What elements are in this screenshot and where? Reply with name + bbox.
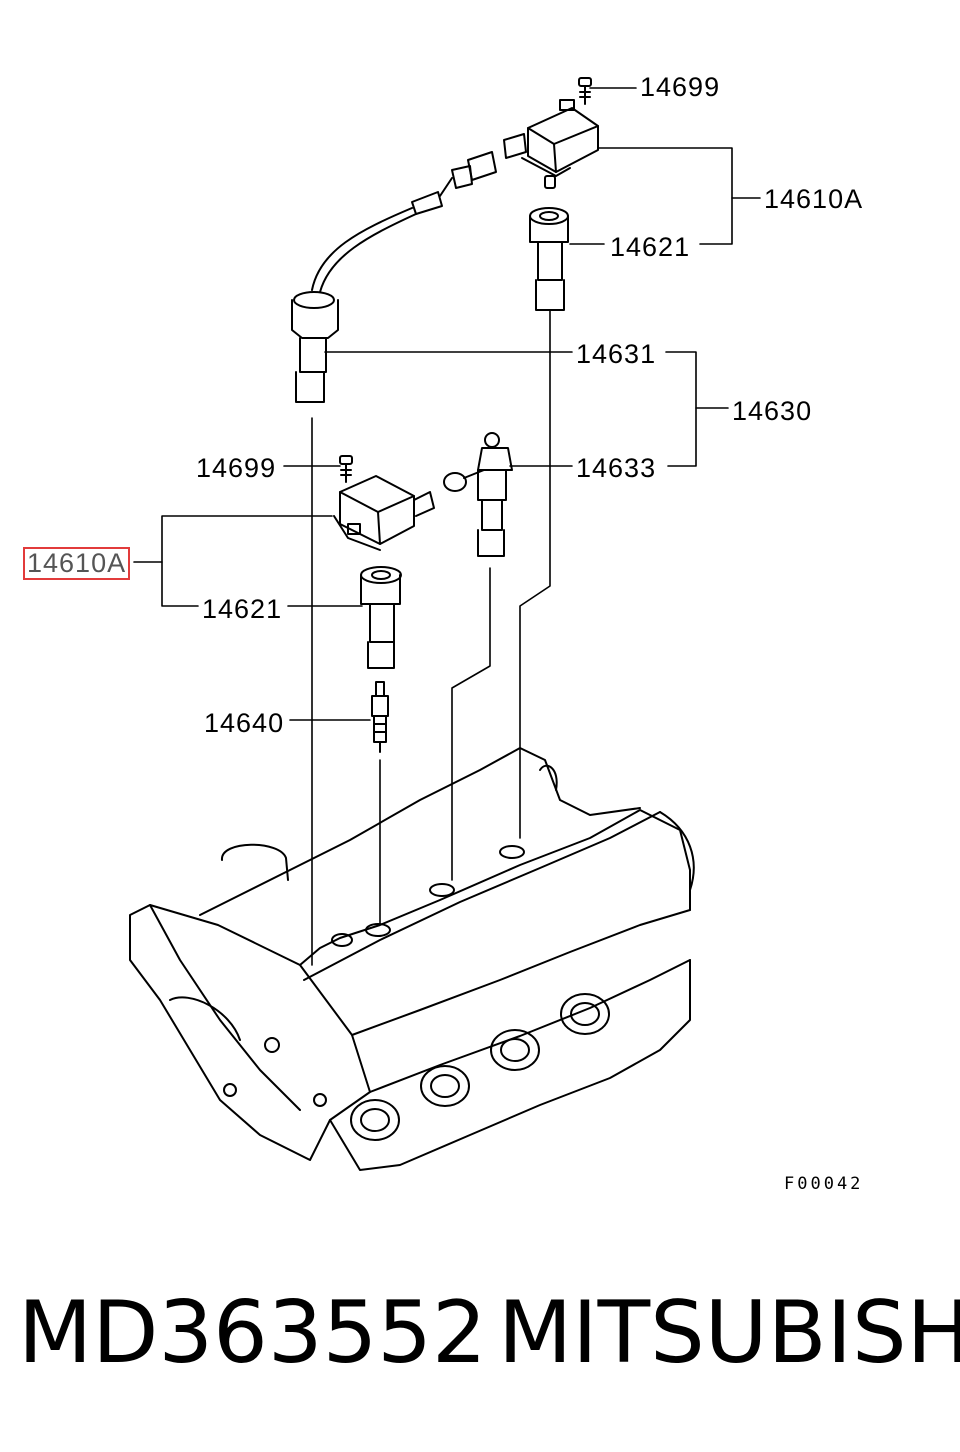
part-number: MD363552 bbox=[18, 1283, 487, 1383]
bolt-icon bbox=[339, 455, 353, 483]
bolt-icon bbox=[578, 77, 592, 105]
callout-spark-plug: 14640 bbox=[204, 708, 285, 738]
brand-name: MITSUBISHI bbox=[498, 1283, 960, 1383]
ignition-coil-icon bbox=[503, 99, 599, 189]
ignition-cable-icon bbox=[291, 151, 497, 403]
callout-boot-top: 14621 bbox=[610, 232, 691, 262]
callout-bolt-left: 14699 bbox=[196, 453, 277, 483]
callout-boot-left: 14621 bbox=[202, 594, 283, 624]
spark-plug-boot-icon bbox=[360, 566, 402, 669]
ignition-coil-icon bbox=[333, 475, 435, 551]
callout-cable-end: 14631 bbox=[576, 339, 657, 369]
cylinder-head-icon bbox=[129, 747, 695, 1171]
callout-cable-connector: 14633 bbox=[576, 453, 657, 483]
ignition-cable-icon bbox=[443, 432, 513, 557]
callout-coil-left-highlighted: 14610A bbox=[22, 547, 131, 580]
callout-cable-set: 14630 bbox=[732, 396, 813, 426]
callout-bolt-top: 14699 bbox=[640, 72, 721, 102]
spark-plug-boot-icon bbox=[529, 207, 569, 311]
callout-coil-top: 14610A bbox=[764, 184, 864, 214]
spark-plug-icon bbox=[371, 681, 389, 753]
leader-lines bbox=[133, 87, 761, 966]
figure-code: F00042 bbox=[784, 1174, 864, 1194]
